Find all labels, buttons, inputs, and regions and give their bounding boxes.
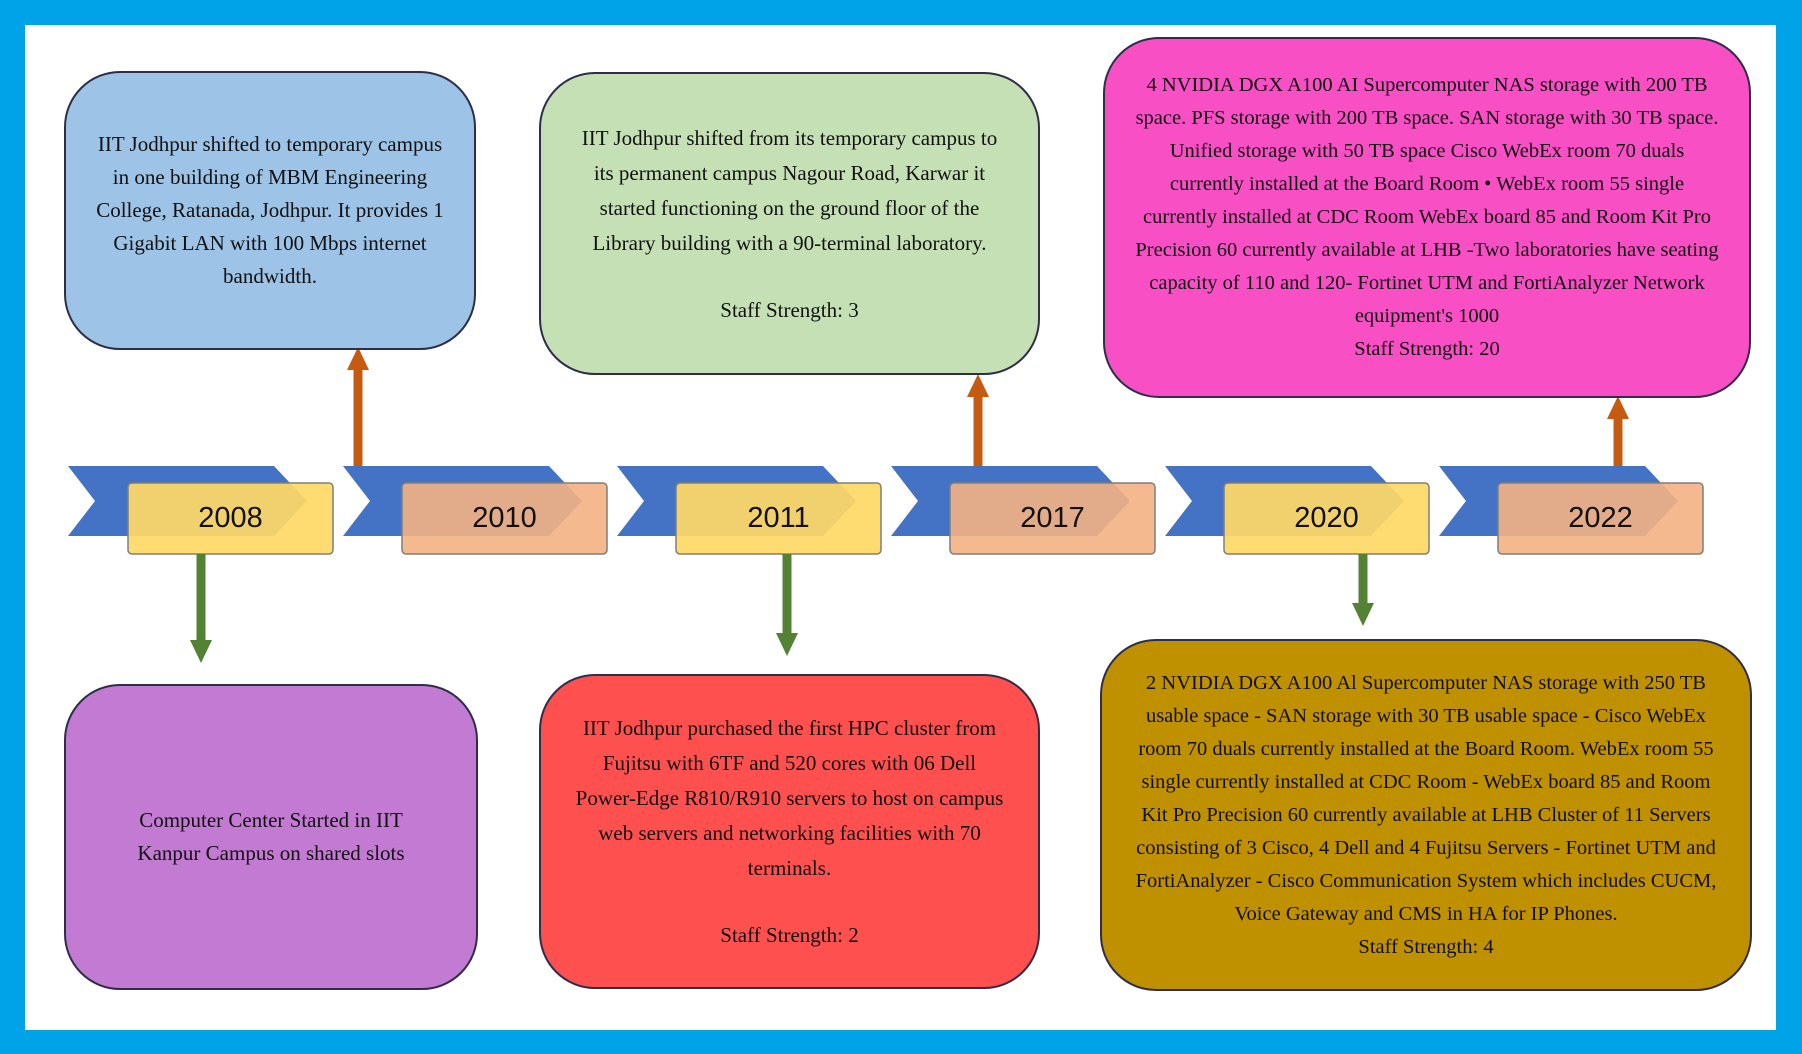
arrows-up [347,347,1629,466]
staff-strength-2017: Staff Strength: 3 [720,297,859,322]
year-tab-2011 [675,482,882,555]
milestone-box-2017: IIT Jodhpur shifted from its temporary c… [539,72,1040,375]
year-label-2022: 2022 [1568,502,1633,534]
year-tab-2022 [1497,482,1704,555]
arrow-2020-head [1352,603,1374,626]
year-tab-2008 [127,482,334,555]
staff-strength-2020: Staff Strength: 4 [1358,935,1494,958]
year-tab-2020 [1223,482,1430,555]
year-tab-2017 [949,482,1156,555]
arrow-2022-head [1607,396,1629,419]
year-label-2008: 2008 [198,502,263,534]
milestone-box-2011: IIT Jodhpur purchased the first HPC clus… [539,674,1040,989]
year-tab-2010 [401,482,608,555]
milestone-box-2022: 4 NVIDIA DGX A100 AI Supercomputer NAS s… [1103,37,1751,398]
year-tabs [127,482,1704,555]
staff-strength-2011: Staff Strength: 2 [720,923,859,947]
year-label-2017: 2017 [1020,502,1085,534]
timeline-graphic [68,347,1704,663]
arrows-down [190,554,1374,663]
timeline-frame: 2008 2010 2011 2017 2020 2022 IIT Jodhpu… [25,25,1776,1030]
year-label-2011: 2011 [747,502,810,534]
arrow-2010-head [347,347,369,370]
milestone-text-2011: IIT Jodhpur purchased the first HPC clus… [575,716,1004,880]
year-label-2010: 2010 [472,502,537,534]
milestone-text-2022: 4 NVIDIA DGX A100 AI Supercomputer NAS s… [1135,74,1719,327]
milestone-box-2010: IIT Jodhpur shifted to temporary campus … [64,71,476,350]
arrow-2008-head [190,640,212,663]
milestone-text-2010: IIT Jodhpur shifted to temporary campus … [96,132,444,288]
milestone-box-2008: Computer Center Started in IIT Kanpur Ca… [64,684,478,990]
arrow-2017-head [967,374,989,397]
milestone-text-2017: IIT Jodhpur shifted from its temporary c… [581,125,998,255]
milestone-box-2020: 2 NVIDIA DGX A100 Al Supercomputer NAS s… [1100,639,1752,991]
arrow-2011-head [776,633,798,656]
milestone-text-2020: 2 NVIDIA DGX A100 Al Supercomputer NAS s… [1135,671,1717,925]
staff-strength-2022: Staff Strength: 20 [1354,338,1500,360]
milestone-text-2008: Computer Center Started in IIT Kanpur Ca… [137,808,405,865]
year-label-2020: 2020 [1294,502,1359,534]
